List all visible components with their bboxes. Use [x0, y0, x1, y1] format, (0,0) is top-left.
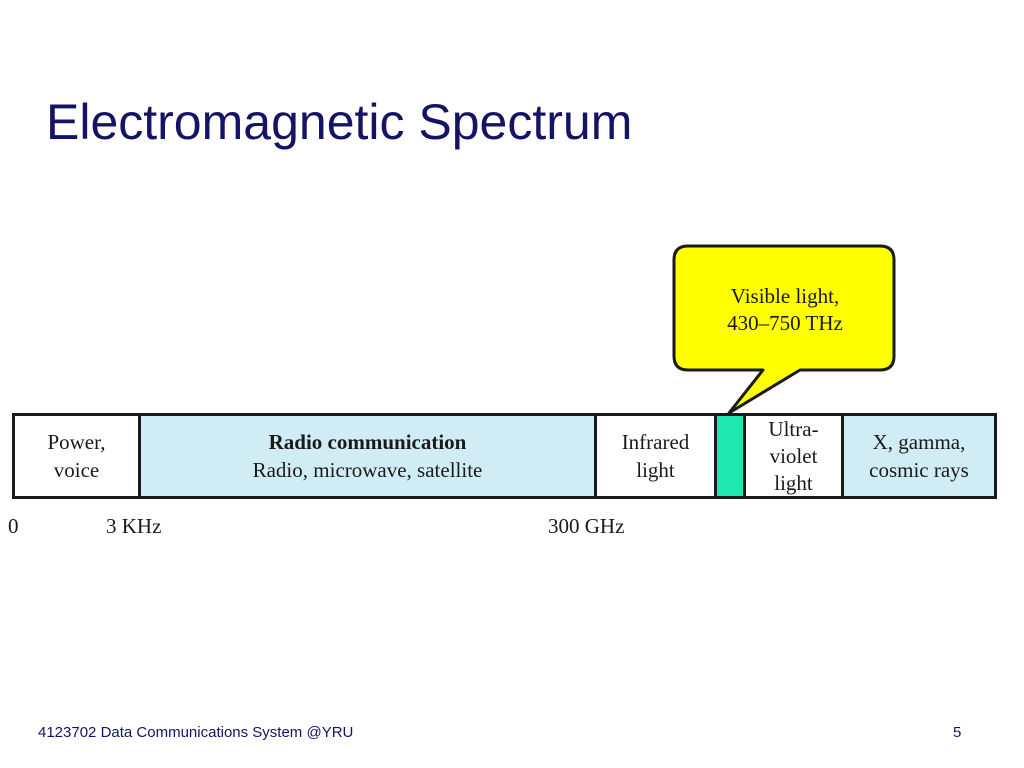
- band-uv-line-2: violet: [769, 443, 818, 468]
- band-xray-line-1: X, gamma,: [872, 430, 966, 454]
- callout-bubble: [672, 244, 896, 415]
- band-uv-line-3: light: [774, 470, 813, 495]
- footer-course-text: 4123702 Data Communications System @YRU: [38, 724, 354, 741]
- band-xray-gamma-cosmic: X, gamma, cosmic rays: [844, 416, 994, 496]
- band-infrared: Infrared light: [597, 416, 717, 496]
- callout-text: Visible light, 430–750 THz: [680, 283, 890, 337]
- band-visible-light: [717, 416, 746, 496]
- callout-line-1: Visible light,: [730, 284, 840, 308]
- band-radio-subtitle: Radio, microwave, satellite: [252, 458, 483, 482]
- band-power-line-1: Power,: [47, 430, 106, 454]
- spectrum-bar: Power, voice Radio communication Radio, …: [12, 413, 997, 499]
- band-infrared-line-1: Infrared: [621, 430, 690, 454]
- axis-label-3khz: 3 KHz: [106, 514, 162, 538]
- axis-label-0: 0: [8, 514, 19, 538]
- band-power-voice: Power, voice: [15, 416, 141, 496]
- axis-label-300ghz: 300 GHz: [548, 514, 625, 538]
- slide-title: Electromagnetic Spectrum: [46, 94, 633, 150]
- band-infrared-line-2: light: [636, 458, 675, 482]
- callout-line-2: 430–750 THz: [727, 311, 843, 335]
- band-uv-line-1: Ultra-: [768, 416, 819, 441]
- band-xray-line-2: cosmic rays: [869, 458, 969, 482]
- band-ultraviolet: Ultra- violet light: [746, 416, 844, 496]
- band-radio-communication: Radio communication Radio, microwave, sa…: [141, 416, 597, 496]
- page-number: 5: [953, 724, 962, 741]
- band-radio-title: Radio communication: [268, 430, 467, 454]
- band-power-line-2: voice: [53, 458, 100, 482]
